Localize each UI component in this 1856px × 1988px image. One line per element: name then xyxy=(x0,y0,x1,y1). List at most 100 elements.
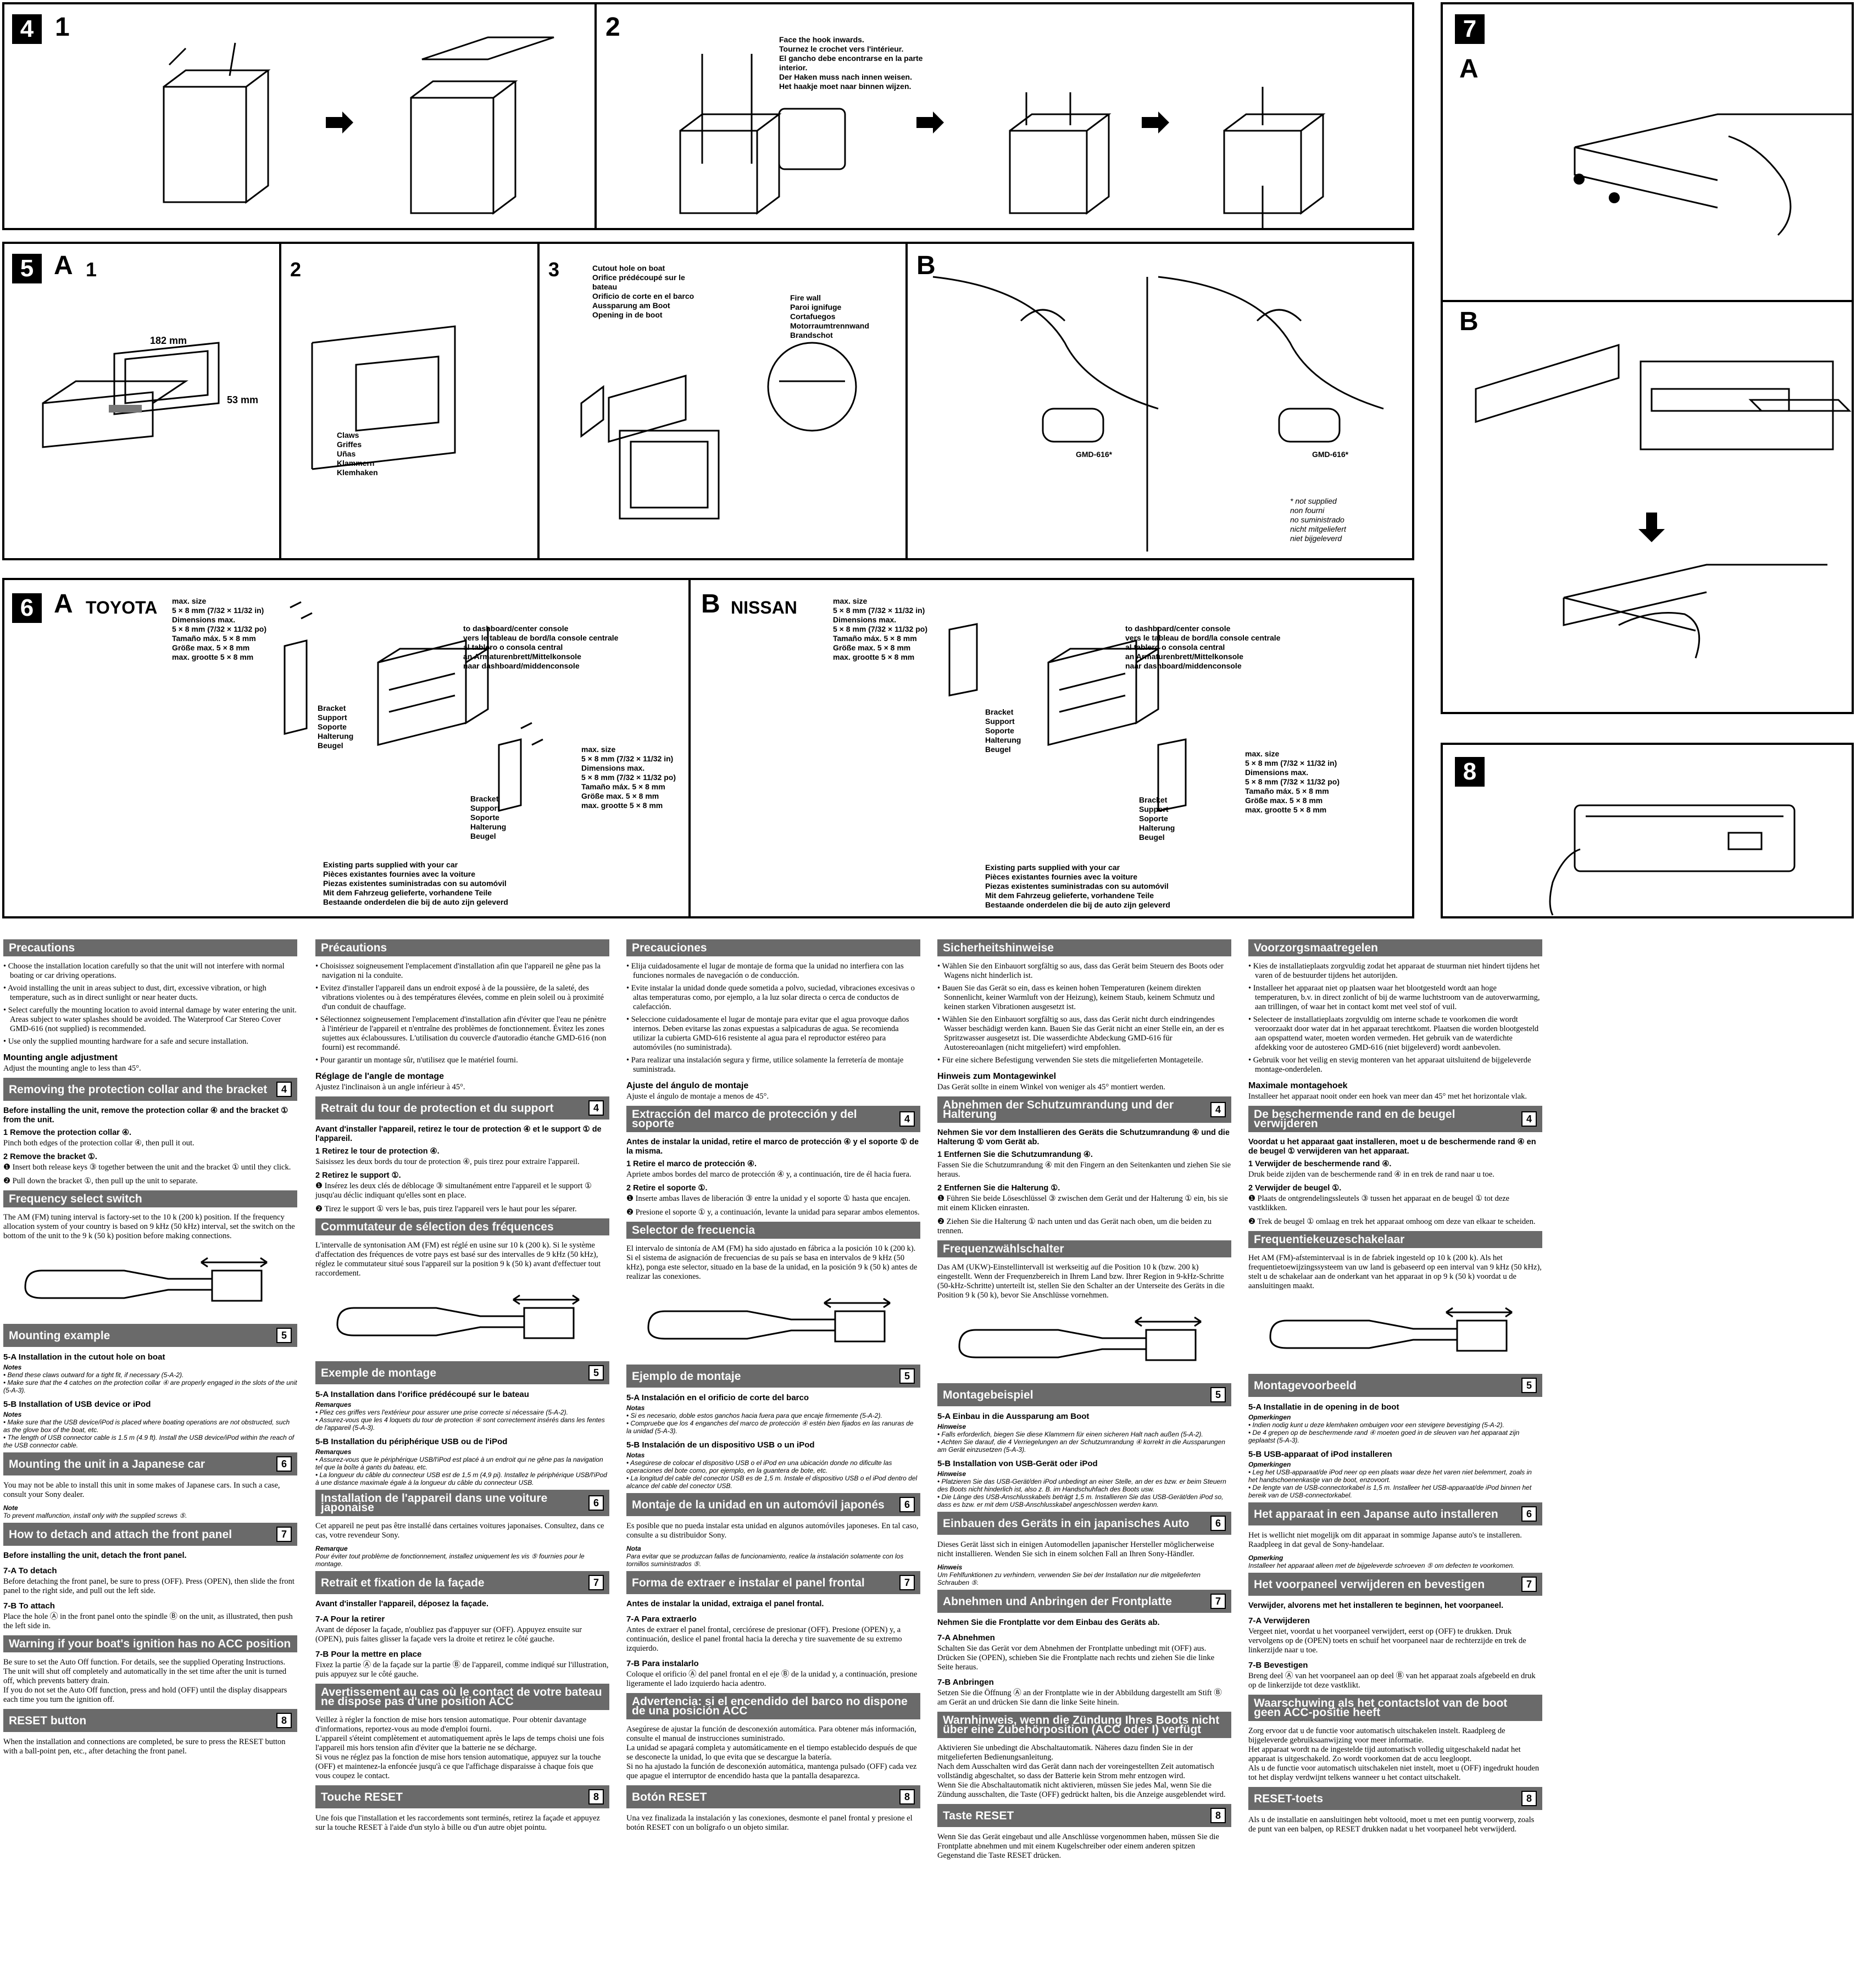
mounting-angle-title: Réglage de l'angle de montage xyxy=(315,1072,444,1081)
figure-5-a-label: A xyxy=(54,251,73,280)
figure-ref-badge: 8 xyxy=(899,1789,915,1805)
figure-ref-badge: 7 xyxy=(276,1527,292,1542)
mounting-example-item: • Make sure that the USB device/iPod is … xyxy=(3,1418,290,1434)
frequency-header: Frequenzwählschalter xyxy=(937,1240,1231,1257)
figure-5-divider-3 xyxy=(905,244,908,558)
precaution-item: • Use only the supplied mounting hardwar… xyxy=(3,1037,248,1046)
mounting-example-item: • De lengte van de USB-connectorkabel is… xyxy=(1248,1484,1532,1499)
nissan-bracket-right: Bracket Support Soporte Halterung Beugel xyxy=(1139,795,1175,842)
precaution-item: • Seleccione cuidadosamente el lugar de … xyxy=(626,1015,909,1052)
removing-step: 1 Verwijder de beschermende rand ④. xyxy=(1248,1160,1392,1168)
mounting-example-item: Hinweise xyxy=(937,1470,966,1478)
reset-text: Als u de installatie en aansluitingen he… xyxy=(1248,1816,1535,1834)
mounting-example-item: • Pliez ces griffes vers l'extérieur pou… xyxy=(315,1408,568,1416)
japanese-car-header: Montaje de la unidad en un automóvil jap… xyxy=(626,1493,920,1516)
precaution-item: • Sélectionnez soigneusement l'emplaceme… xyxy=(315,1015,607,1052)
figure-5-a-step-3: 3 xyxy=(548,258,560,281)
column-german: Sicherheitshinweise • Wählen Sie den Ein… xyxy=(937,939,1231,1865)
mounting-example-item: • Falls erforderlich, biegen Sie diese K… xyxy=(937,1430,1203,1438)
removing-step: ❷ Pull down the bracket ①, then pull up … xyxy=(3,1177,198,1185)
figure-7-illustration xyxy=(1475,113,1852,659)
toyota-maxsize-top: max. size 5 × 8 mm (7/32 × 11/32 in) Dim… xyxy=(172,597,266,661)
precaution-item: • Avoid installing the unit in areas sub… xyxy=(3,984,266,1002)
precaution-item: • Wählen Sie den Einbauort sorgfältig so… xyxy=(937,1015,1224,1052)
mounting-example-item: • Leg het USB-apparaat/de iPod neer op e… xyxy=(1248,1468,1532,1484)
precautions-header: Precauciones xyxy=(626,939,920,956)
mounting-example-item: • Bend these claws outward for a tight f… xyxy=(3,1371,184,1379)
removing-header: Abnehmen der Schutzumrandung und der Hal… xyxy=(937,1096,1231,1123)
mounting-example-item: Opmerkingen xyxy=(1248,1461,1291,1468)
column-english: Precautions • Choose the installation lo… xyxy=(3,939,297,1761)
nissan-maxsize-bottom: max. size 5 × 8 mm (7/32 × 11/32 in) Dim… xyxy=(1245,749,1340,814)
figure-5-panel: 5 A 1 2 3 B 182 mm 53 mm Claws Griffes U… xyxy=(2,242,1414,560)
figure-7-panel: 7 A B xyxy=(1441,2,1854,714)
figure-4-panel: 4 1 2 Face the hook inwards. Tournez le … xyxy=(2,2,1414,230)
removing-intro: Voordat u het apparaat gaat installeren,… xyxy=(1248,1138,1536,1156)
acc-warning-text: Zorg ervoor dat u de functie voor automa… xyxy=(1248,1727,1540,1782)
mounting-example-item: • Compruebe que los 4 enganches del marc… xyxy=(626,1419,914,1435)
detach-text: Antes de extraer el panel frontal, cerci… xyxy=(626,1625,902,1653)
removing-intro: Nehmen Sie vor dem Installieren des Gerä… xyxy=(937,1128,1230,1146)
removing-step: 2 Retirez le support ①. xyxy=(315,1171,401,1180)
detach-title: 7-A To detach xyxy=(3,1566,57,1575)
removing-step: 2 Retire el soporte ①. xyxy=(626,1184,708,1193)
removing-header: Retrait du tour de protection et du supp… xyxy=(315,1096,609,1120)
mounting-example-item: • The length of USB connector cable is 1… xyxy=(3,1434,294,1449)
figure-ref-badge: 6 xyxy=(276,1456,292,1472)
mounting-example-item: 5-B USB-apparaat of iPod installeren xyxy=(1248,1450,1392,1459)
figure-ref-badge: 8 xyxy=(588,1789,604,1805)
precaution-item: • Choisissez soigneusement l'emplacement… xyxy=(315,962,601,980)
detach-text: Avant de déposer la façade, n'oubliez pa… xyxy=(315,1625,582,1644)
attach-title: 7-B Para instalarlo xyxy=(626,1659,699,1668)
toyota-label: TOYOTA xyxy=(86,598,158,617)
figure-5-illustration xyxy=(42,276,1384,552)
precaution-item: • Gebruik voor het veilig en stevig mont… xyxy=(1248,1056,1531,1074)
japanese-car-text: Cet appareil ne peut pas être installé d… xyxy=(315,1522,604,1540)
mounting-example-item: Hinweise xyxy=(937,1423,966,1430)
attach-text: Breng deel Ⓐ van het voorpaneel aan op d… xyxy=(1248,1672,1536,1690)
figure-ref-badge: 4 xyxy=(276,1082,292,1097)
reset-text: Una vez finalizada la instalación y las … xyxy=(626,1814,913,1832)
removing-step: ❶ Insert both release keys ③ together be… xyxy=(3,1163,291,1172)
figure-5-a-step-2: 2 xyxy=(290,258,302,281)
mounting-example-item: • Indien nodig kunt u deze klemhaken omb… xyxy=(1248,1421,1504,1429)
attach-text: Place the hole Ⓐ in the front panel onto… xyxy=(3,1612,293,1630)
figure-7-divider xyxy=(1443,300,1852,302)
frequency-text: The AM (FM) tuning interval is factory-s… xyxy=(3,1213,295,1240)
acc-warning-header: Avertissement au cas où le contact de vo… xyxy=(315,1684,609,1710)
attach-text: Setzen Sie die Öffnung Ⓐ an der Frontpla… xyxy=(937,1689,1222,1707)
removing-header: De beschermende rand en de beugel verwij… xyxy=(1248,1106,1542,1132)
frequency-text: El intervalo de sintonía de AM (FM) ha s… xyxy=(626,1244,918,1281)
attach-text: Fixez la partie Ⓐ de la façade sur la pa… xyxy=(315,1661,609,1679)
japanese-car-note-label: Opmerking xyxy=(1248,1554,1283,1562)
attach-title: 7-B Pour la mettre en place xyxy=(315,1650,422,1659)
acc-warning-text: Asegúrese de ajustar la función de desco… xyxy=(626,1725,917,1780)
mounting-example-item: 5-B Installation von USB-Gerät oder iPod xyxy=(937,1459,1098,1468)
figure-ref-badge: 7 xyxy=(1521,1577,1537,1592)
screwdriver-icon xyxy=(958,1316,1202,1361)
screwdriver-icon xyxy=(24,1257,268,1302)
figure-ref-badge: 4 xyxy=(588,1100,604,1116)
front-panel-header: Forma de extraer e instalar el panel fro… xyxy=(626,1571,920,1594)
precaution-item: • Choose the installation location caref… xyxy=(3,962,285,980)
mounting-example-item: Remarques xyxy=(315,1448,352,1456)
removing-step: Druk beide zijden van de beschermende ra… xyxy=(1248,1170,1494,1179)
figure-ref-badge: 7 xyxy=(1210,1594,1226,1609)
japanese-car-note-label: Nota xyxy=(626,1545,641,1552)
removing-intro: Avant d'installer l'appareil, retirez le… xyxy=(315,1125,602,1143)
figure-ref-badge: 7 xyxy=(899,1575,915,1590)
mounting-example-item: • De 4 grepen op de beschermende rand ④ … xyxy=(1248,1429,1520,1444)
figure-8-illustration xyxy=(1549,804,1796,916)
removing-intro: Antes de instalar la unidad, retire el m… xyxy=(626,1138,919,1156)
figure-6-panel: 6 A TOYOTA B NISSAN max. size 5 × 8 mm (… xyxy=(2,578,1414,918)
detach-title: 7-A Abnehmen xyxy=(937,1633,995,1642)
toyota-existing: Existing parts supplied with your car Pi… xyxy=(323,860,508,906)
nissan-dashboard: to dashboard/center console vers le tabl… xyxy=(1125,624,1281,670)
acc-warning-header: Advertencia: si el encendido del barco n… xyxy=(626,1693,920,1719)
detach-title: 7-A Pour la retirer xyxy=(315,1614,385,1624)
japanese-car-note: Installeer het apparaat alleen met de bi… xyxy=(1248,1562,1515,1569)
figure-4-illustration xyxy=(163,36,1326,228)
